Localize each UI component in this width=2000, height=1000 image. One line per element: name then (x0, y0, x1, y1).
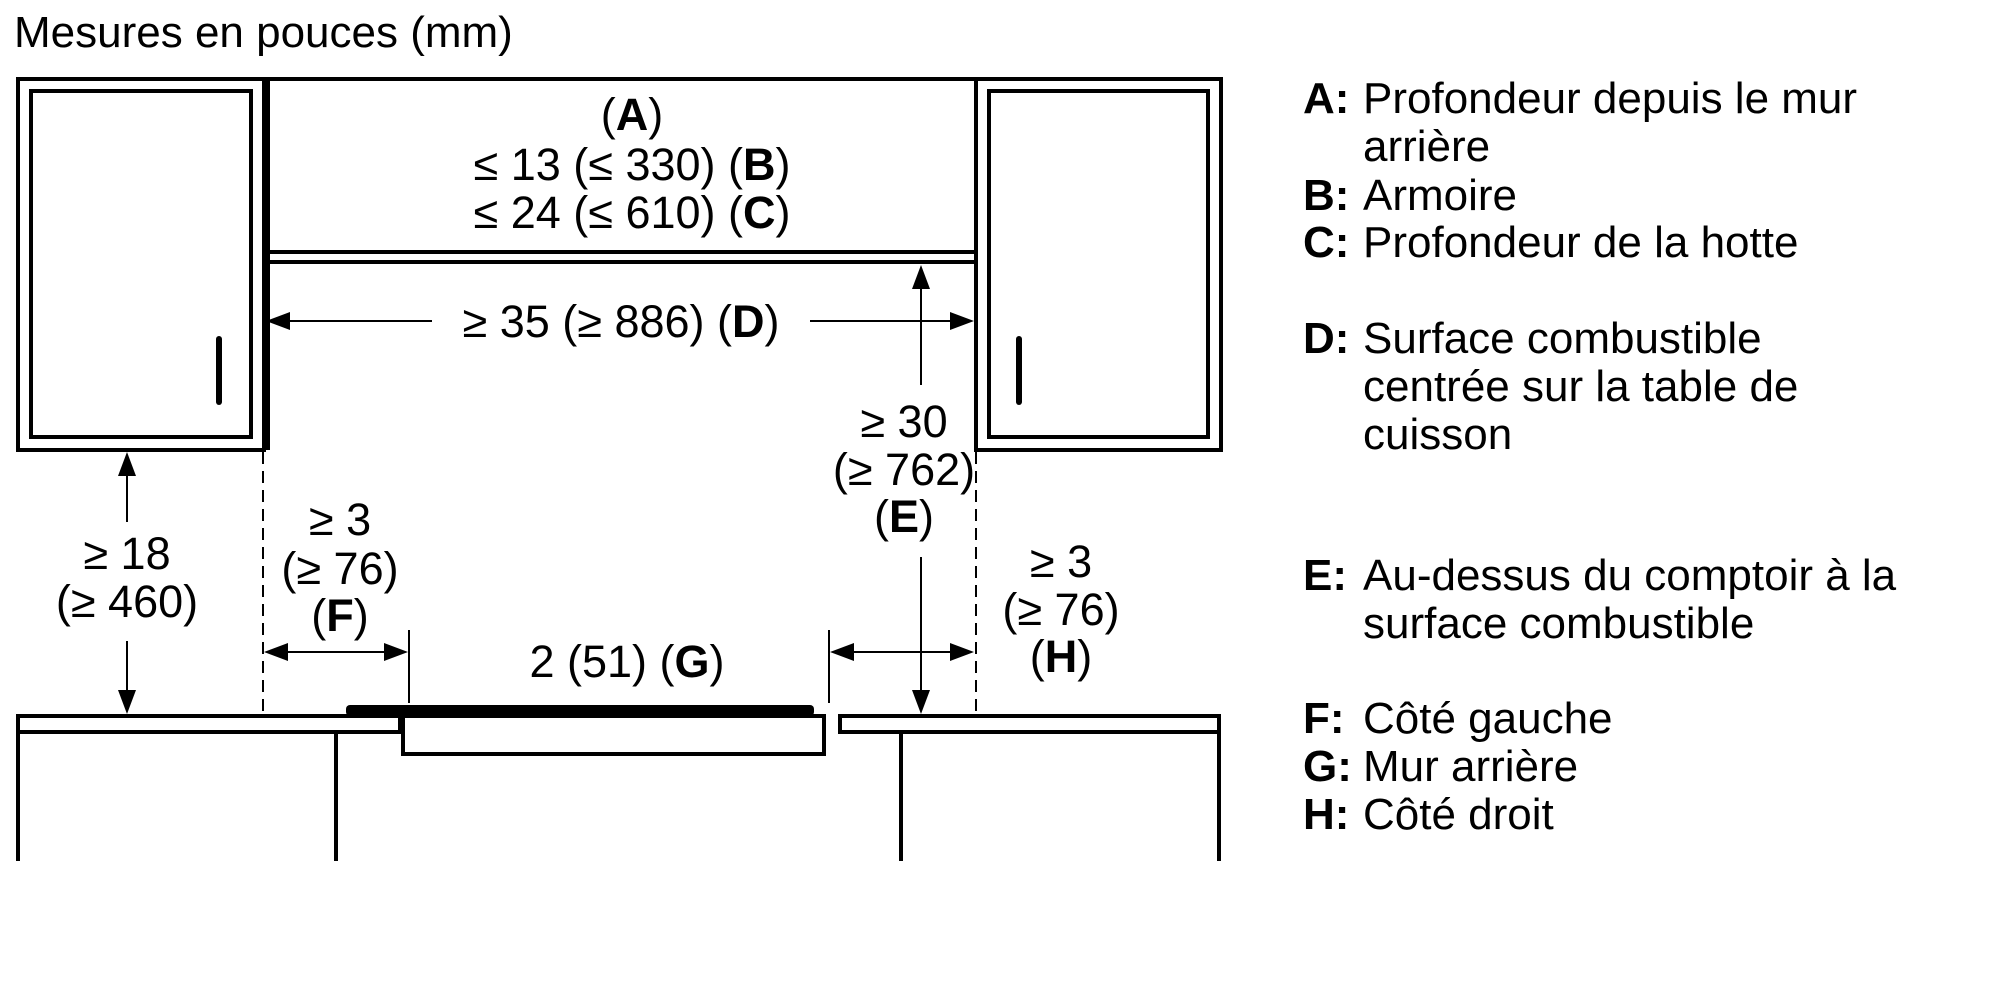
hood-area (264, 77, 976, 450)
left-upper-cabinet (16, 77, 266, 452)
arrow-up-icon (912, 265, 930, 289)
legend-text: Surface combustible (1363, 314, 1762, 363)
dimension-e-arrow (912, 265, 930, 714)
label-e-line1: ≥ 30 (860, 396, 947, 447)
label-g: 2 (51) (G) (529, 636, 724, 687)
legend-key: C: (1303, 218, 1349, 267)
dimension-h-arrow (828, 630, 974, 703)
right-upper-cabinet (974, 77, 1223, 452)
diagram-title: Mesures en pouces (mm) (14, 8, 513, 57)
left-countertop (16, 714, 402, 861)
label-h-key: (H) (1030, 631, 1093, 682)
cooktop-glass (346, 705, 814, 716)
label-b: ≤ 13 (≤ 330) (B) (474, 139, 791, 190)
arrow-left-icon (266, 312, 290, 330)
legend-key: E: (1303, 551, 1347, 600)
legend-text: Côté gauche (1363, 694, 1613, 743)
legend-text: Au-dessus du comptoir à la (1363, 551, 1897, 600)
label-h-line2: (≥ 76) (1002, 584, 1119, 635)
cooktop-body (401, 714, 826, 756)
label-d: ≥ 35 (≥ 886) (D) (463, 296, 780, 347)
label-f-key: (F) (311, 590, 369, 641)
legend-text: Armoire (1363, 171, 1517, 220)
label-a: (A) (601, 89, 664, 140)
left-cabinet-door (29, 89, 253, 439)
legend-item: B: Armoire (1303, 171, 1517, 220)
arrow-down-icon (118, 690, 136, 714)
legend-key: D: (1303, 314, 1349, 363)
label-e-line2: (≥ 762) (833, 444, 975, 495)
label-left-height-line1: ≥ 18 (83, 528, 170, 579)
arrow-up-icon (118, 452, 136, 476)
legend-text: centrée sur la table de (1363, 362, 1798, 411)
right-cabinet-frame (974, 77, 1223, 452)
right-countertop (838, 714, 1221, 861)
left-cabinet-frame (16, 77, 266, 452)
arrow-left-icon (264, 643, 288, 661)
label-f-line2: (≥ 76) (281, 543, 398, 594)
legend-item: C: Profondeur de la hotte (1303, 218, 1798, 267)
dimension-f-arrow (264, 630, 410, 703)
legend-text: Profondeur depuis le mur (1363, 74, 1857, 123)
label-left-height-line2: (≥ 460) (56, 576, 198, 627)
label-c: ≤ 24 (≤ 610) (C) (474, 187, 791, 238)
legend-text: Profondeur de la hotte (1363, 218, 1798, 267)
arrow-right-icon (950, 312, 974, 330)
legend-key: B: (1303, 171, 1349, 220)
legend-item: F: Côté gauche (1303, 694, 1613, 743)
legend-item: H: Côté droit (1303, 790, 1554, 839)
legend-text: surface combustible (1363, 599, 1754, 648)
legend-key: G: (1303, 742, 1352, 791)
arrow-right-icon (950, 643, 974, 661)
dimension-left-height-arrow (118, 452, 136, 714)
legend-item: G:Mur arrière (1303, 742, 1578, 791)
label-h-line1: ≥ 3 (1030, 536, 1092, 587)
legend-key: F: (1303, 694, 1345, 743)
label-e-key: (E) (874, 491, 934, 542)
legend-key: H: (1303, 790, 1349, 839)
legend-text: Mur arrière (1363, 742, 1578, 791)
arrow-left-icon (830, 643, 854, 661)
label-f-line1: ≥ 3 (309, 494, 371, 545)
legend-key: A: (1303, 74, 1349, 123)
arrow-right-icon (384, 643, 408, 661)
legend-text: cuisson (1363, 410, 1512, 459)
right-cabinet-door (987, 89, 1210, 439)
dimension-d-arrow (266, 312, 974, 330)
cooktop (346, 705, 826, 756)
legend-text: Côté droit (1363, 790, 1554, 839)
legend-text: arrière (1363, 122, 1490, 171)
arrow-down-icon (912, 690, 930, 714)
